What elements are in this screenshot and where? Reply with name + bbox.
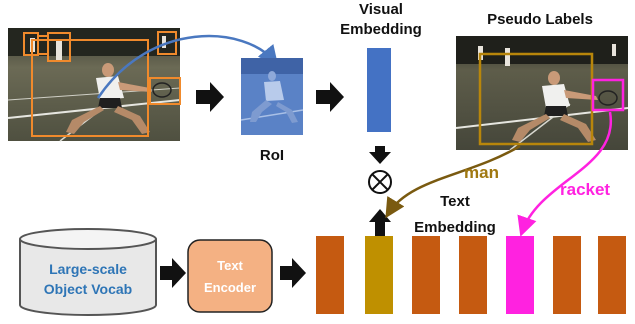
text-encoder-box — [187, 239, 273, 313]
input-photo — [7, 28, 181, 142]
text-embedding-bar — [459, 236, 487, 314]
visual-embedding-title-line2: Embedding — [340, 21, 422, 38]
man-label: man — [464, 163, 499, 182]
tennis-player-photo — [66, 63, 172, 134]
black-arrow-icon — [280, 258, 306, 288]
man-curve-arrow — [385, 144, 521, 219]
text-embedding-bar-man — [365, 236, 393, 314]
black-arrow-icon — [160, 258, 186, 288]
roi-crop — [240, 58, 304, 135]
text-embedding-bar-racket — [506, 236, 534, 314]
visual-embedding-bar — [367, 48, 391, 132]
visual-embedding-title-line1: Visual — [359, 1, 403, 18]
roi-label: RoI — [260, 147, 284, 164]
text-embedding-title-line1: Text — [440, 193, 470, 210]
text-embedding-bar — [598, 236, 626, 314]
vocab-label-line2: Object Vocab — [44, 281, 132, 297]
black-arrow-icon — [316, 82, 344, 112]
roi-curve-arrow — [96, 34, 279, 99]
black-arrow-icon — [369, 146, 391, 164]
vocab-label-line1: Large-scale — [49, 261, 127, 277]
racket-curve-arrow — [517, 111, 613, 237]
pseudo-label-photo — [455, 36, 629, 151]
black-arrow-icon — [196, 82, 224, 112]
encoder-label-line1: Text — [217, 258, 243, 273]
text-embedding-title-line2: Embedding — [414, 219, 496, 236]
otimes-icon — [368, 170, 392, 194]
text-embedding-bar — [316, 236, 344, 314]
text-embedding-bar — [412, 236, 440, 314]
racket-label: racket — [560, 180, 610, 199]
database-cylinder-icon — [19, 228, 157, 316]
encoder-label-line2: Encoder — [204, 280, 256, 295]
text-embedding-bar — [553, 236, 581, 314]
pseudo-labels-title: Pseudo Labels — [487, 11, 593, 28]
